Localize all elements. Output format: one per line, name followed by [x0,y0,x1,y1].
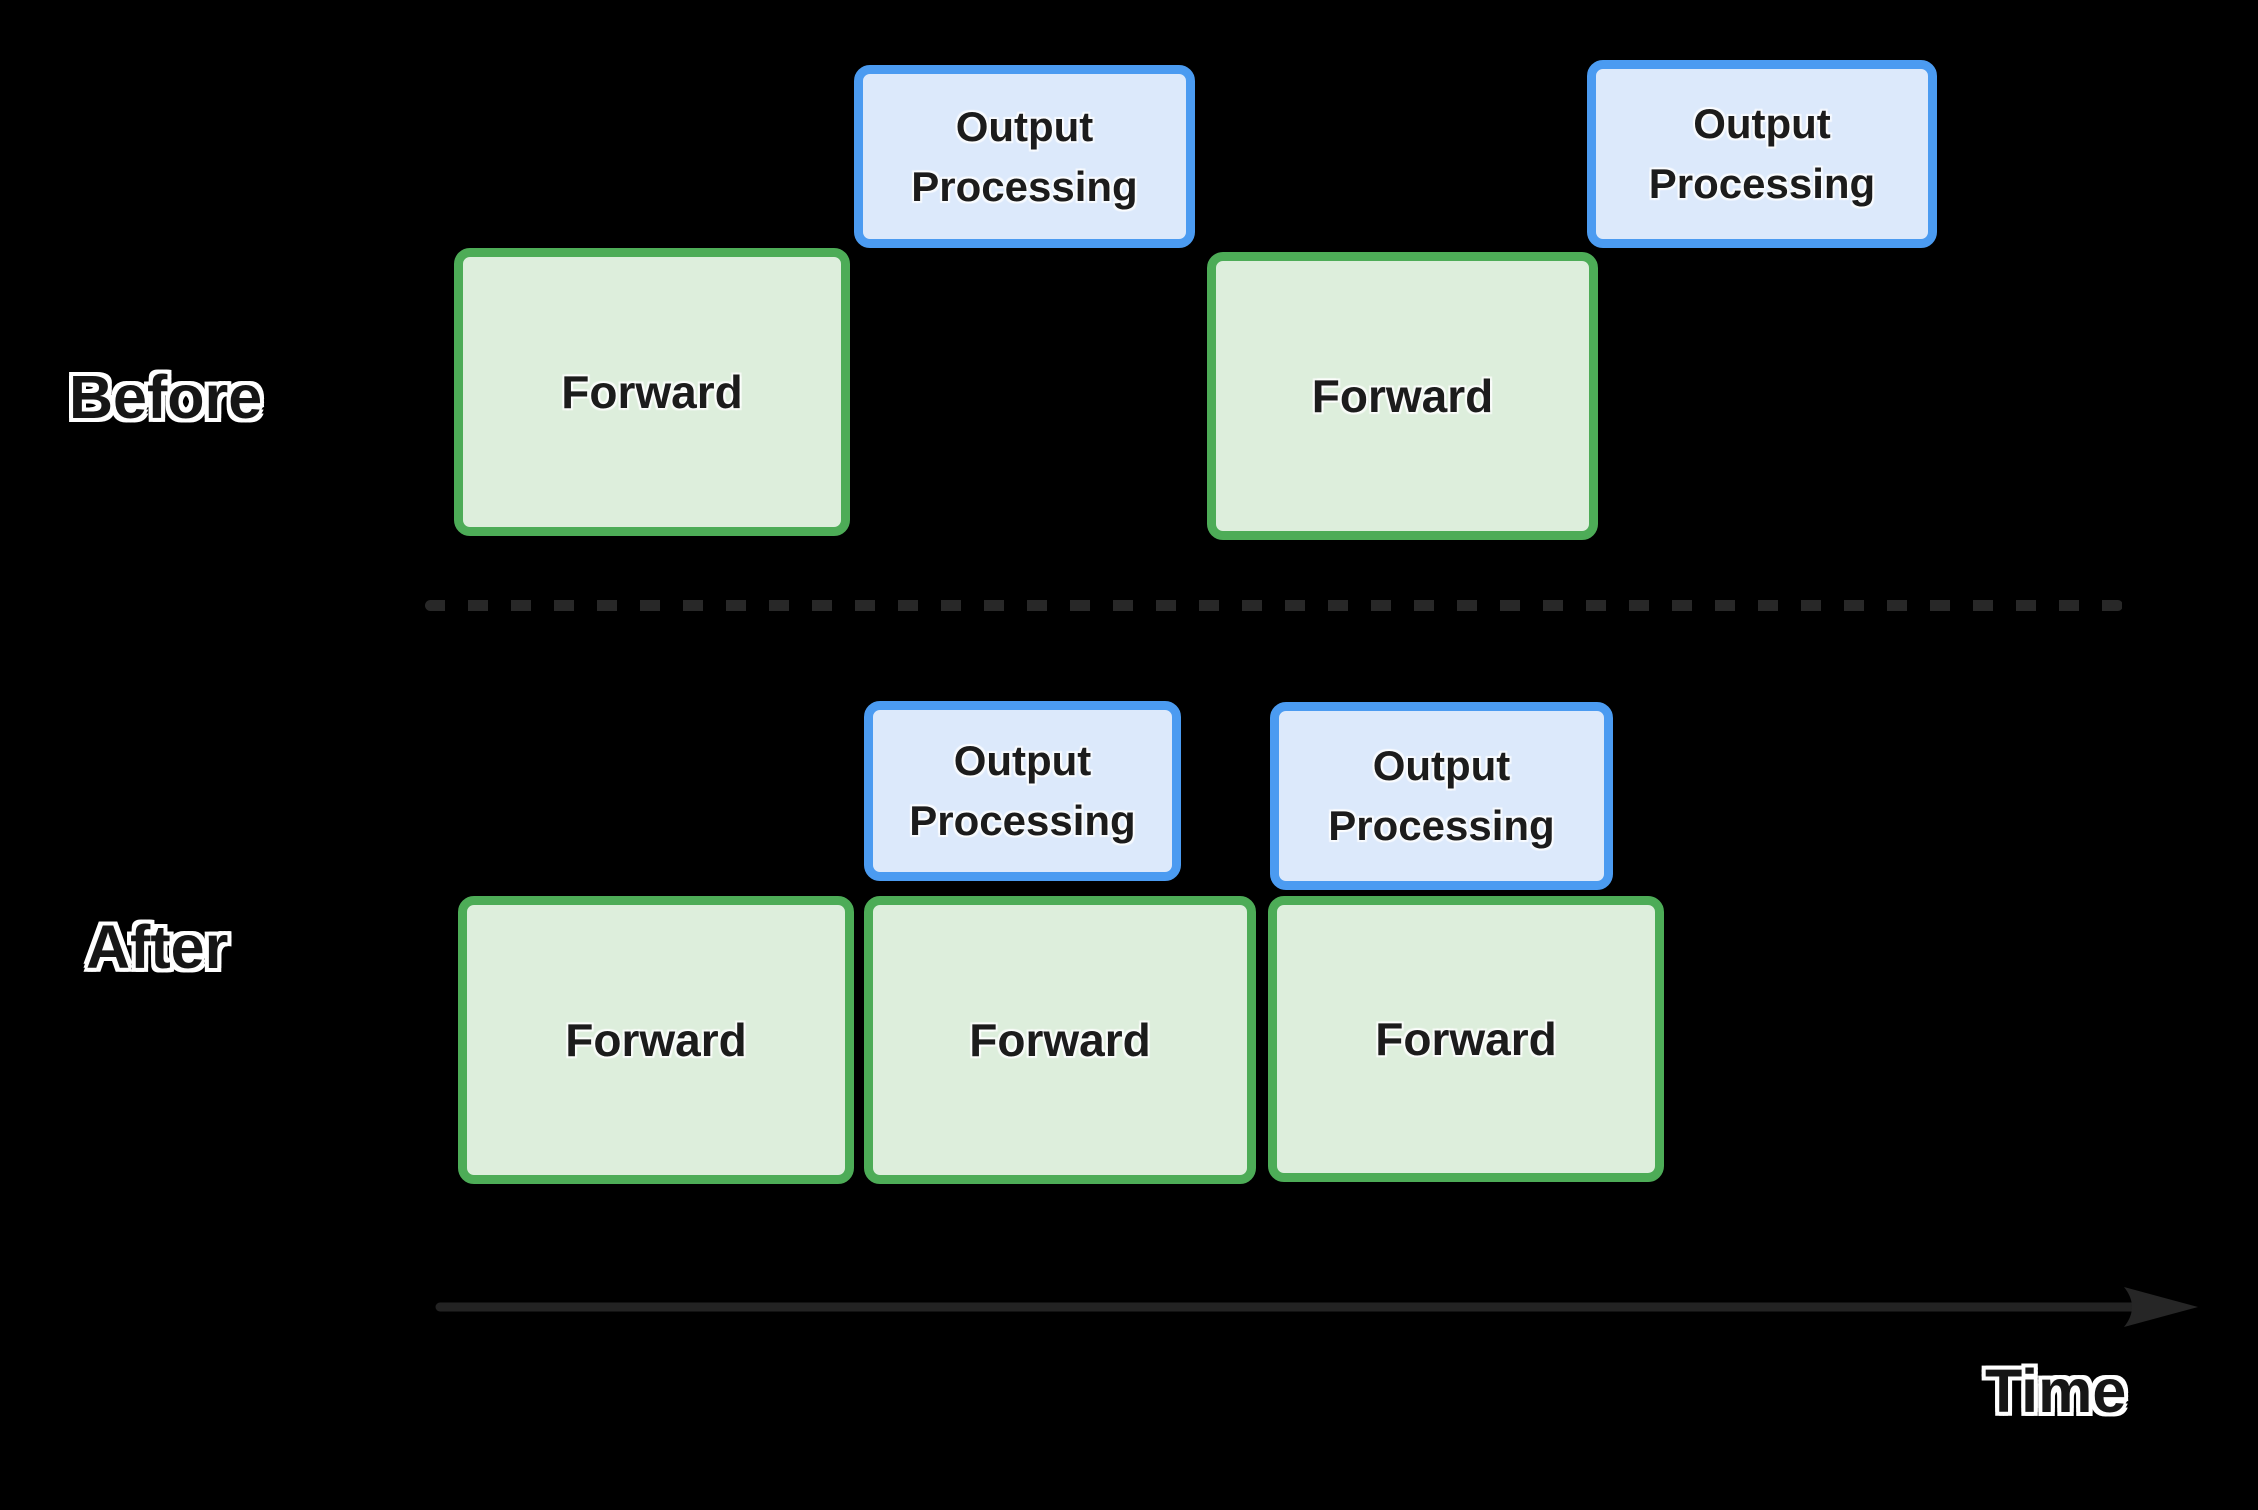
time-axis-arrow [435,1287,2198,1327]
block-label: Forward [969,1014,1151,1066]
before-output-processing-block-1: Output Processing [854,65,1195,248]
after-output-processing-block-2: Output Processing [1270,702,1613,890]
after-forward-block-1: Forward [458,896,854,1184]
time-axis-arrowhead-icon [2124,1287,2198,1327]
before-row-label: Before [69,363,263,431]
block-label: Forward [561,366,743,418]
after-forward-block-3: Forward [1268,896,1664,1182]
block-label: Output Processing [909,737,1136,844]
before-output-processing-block-2: Output Processing [1587,60,1937,248]
block-label: Output Processing [911,102,1138,210]
time-axis-label: Time [1985,1357,2127,1425]
before-forward-block-2: Forward [1207,252,1598,540]
block-label: Output Processing [1328,742,1555,849]
before-forward-block-1: Forward [454,248,850,536]
section-divider-dashed-line [425,600,2123,611]
after-row-label: After [86,913,229,981]
after-output-processing-block-1: Output Processing [864,701,1181,881]
block-label: Forward [1311,370,1494,422]
block-label: Output Processing [1648,100,1876,207]
after-forward-block-2: Forward [864,896,1256,1184]
block-label: Forward [1375,1013,1557,1065]
block-label: Forward [565,1014,747,1066]
